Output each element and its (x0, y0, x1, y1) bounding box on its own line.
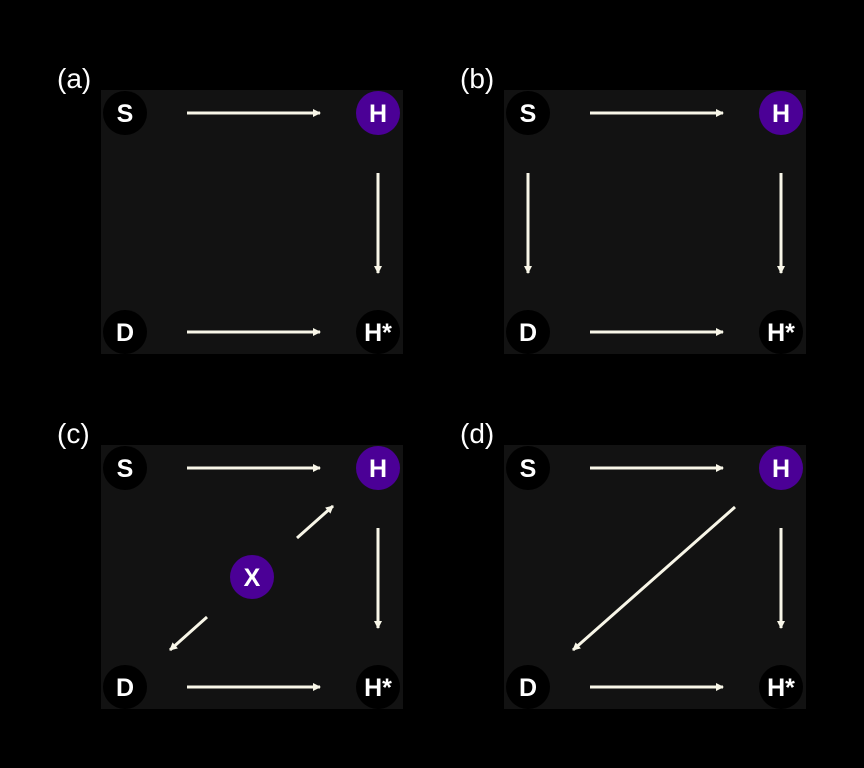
node-hs: H* (356, 665, 400, 709)
panel-background (504, 90, 806, 354)
node-circle (103, 665, 147, 709)
node-label: S (117, 100, 134, 128)
panel-label: (c) (57, 418, 90, 449)
node-circle (759, 446, 803, 490)
node-circle (356, 91, 400, 135)
node-d: D (103, 665, 147, 709)
node-circle (759, 91, 803, 135)
panel-c: (c) S H D H* X (57, 418, 403, 709)
node-circle (506, 446, 550, 490)
node-label: H (369, 100, 387, 128)
panel-d: (d) S H D H* (460, 418, 806, 709)
node-label: D (116, 674, 134, 702)
node-h: H (356, 91, 400, 135)
node-label: H (772, 100, 790, 128)
node-label: H* (364, 674, 392, 702)
node-label: H* (767, 674, 795, 702)
node-x: X (230, 555, 274, 599)
node-circle (356, 665, 400, 709)
node-circle (103, 91, 147, 135)
node-label: H (772, 455, 790, 483)
node-label: S (117, 455, 134, 483)
node-circle (356, 310, 400, 354)
node-label: D (519, 674, 537, 702)
panel-label: (d) (460, 418, 494, 449)
node-circle (759, 665, 803, 709)
node-hs: H* (356, 310, 400, 354)
node-label: S (520, 100, 537, 128)
panel-background (101, 90, 403, 354)
arrow-x-to-h (296, 504, 334, 540)
node-circle (103, 446, 147, 490)
node-label: D (116, 319, 134, 347)
node-circle (759, 310, 803, 354)
node-circle (506, 310, 550, 354)
node-label: H* (364, 319, 392, 347)
arrow-h-to-d (572, 505, 736, 652)
panel-label: (a) (57, 63, 91, 94)
node-s: S (506, 446, 550, 490)
node-h: H (356, 446, 400, 490)
node-d: D (506, 310, 550, 354)
node-label: X (244, 564, 261, 592)
node-label: H* (767, 319, 795, 347)
node-label: D (519, 319, 537, 347)
panel-label: (b) (460, 63, 494, 94)
node-h: H (759, 446, 803, 490)
node-circle (230, 555, 274, 599)
arrow-x-to-d (169, 615, 208, 652)
node-s: S (103, 91, 147, 135)
node-label: S (520, 455, 537, 483)
node-circle (356, 446, 400, 490)
node-d: D (103, 310, 147, 354)
node-label: H (369, 455, 387, 483)
panel-b: (b) S H D H* (460, 63, 806, 354)
node-hs: H* (759, 665, 803, 709)
node-d: D (506, 665, 550, 709)
node-circle (506, 91, 550, 135)
node-circle (506, 665, 550, 709)
node-s: S (506, 91, 550, 135)
node-hs: H* (759, 310, 803, 354)
node-h: H (759, 91, 803, 135)
panel-a: (a) S H D H* (57, 63, 403, 354)
node-s: S (103, 446, 147, 490)
node-circle (103, 310, 147, 354)
